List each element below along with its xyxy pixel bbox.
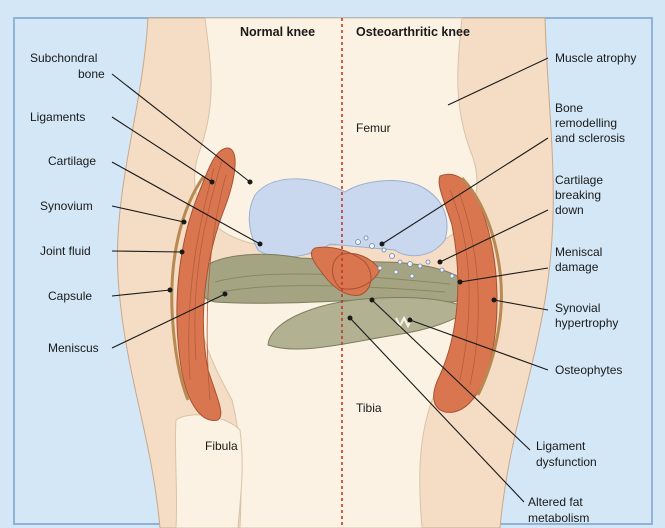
label-synovial-hypertrophy-1: Synovial <box>555 301 600 315</box>
label-cartilage: Cartilage <box>48 154 96 168</box>
label-synovium: Synovium <box>40 199 93 213</box>
marker-synovium <box>182 220 187 225</box>
label-bone-remodelling-1: Bone <box>555 101 583 115</box>
marker-cartilage <box>258 242 263 247</box>
marker-subchondral-bone <box>248 180 253 185</box>
femoral-cartilage <box>249 179 447 257</box>
label-altered-fat-2: metabolism <box>528 511 589 525</box>
label-meniscus: Meniscus <box>48 341 99 355</box>
label-cartilage-breaking-1: Cartilage <box>555 173 603 187</box>
label-subchondral-bone-1: Subchondral <box>30 51 97 65</box>
label-muscle-atrophy: Muscle atrophy <box>555 51 636 65</box>
marker-bone-remodelling <box>380 242 385 247</box>
marker-cartilage-breaking <box>438 260 443 265</box>
label-fibula: Fibula <box>205 439 238 453</box>
header-osteoarthritic-knee: Osteoarthritic knee <box>356 25 470 39</box>
label-ligament-dysfunction-1: Ligament <box>536 439 586 453</box>
marker-ligament-dysfunction <box>370 298 375 303</box>
label-cartilage-breaking-3: down <box>555 203 584 217</box>
fibula-bone <box>175 415 242 528</box>
marker-ligaments <box>210 180 215 185</box>
marker-capsule <box>168 288 173 293</box>
label-tibia: Tibia <box>356 401 382 415</box>
marker-meniscus <box>223 292 228 297</box>
marker-osteophytes <box>408 318 413 323</box>
label-synovial-hypertrophy-2: hypertrophy <box>555 316 618 330</box>
label-meniscal-damage-2: damage <box>555 260 599 274</box>
marker-meniscal-damage <box>458 280 463 285</box>
label-meniscal-damage-1: Meniscal <box>555 245 602 259</box>
label-bone-remodelling-3: and sclerosis <box>555 131 625 145</box>
label-osteophytes: Osteophytes <box>555 363 622 377</box>
marker-joint-fluid <box>180 250 185 255</box>
marker-synovial-hypertrophy <box>492 298 497 303</box>
label-subchondral-bone-2: bone <box>78 67 105 81</box>
label-altered-fat-1: Altered fat <box>528 495 583 509</box>
label-bone-remodelling-2: remodelling <box>555 116 617 130</box>
header-normal-knee: Normal knee <box>240 25 315 39</box>
marker-altered-fat <box>348 316 353 321</box>
label-femur: Femur <box>356 121 391 135</box>
label-capsule: Capsule <box>48 289 92 303</box>
label-joint-fluid: Joint fluid <box>40 244 91 258</box>
label-cartilage-breaking-2: breaking <box>555 188 601 202</box>
label-ligaments: Ligaments <box>30 110 85 124</box>
label-ligament-dysfunction-2: dysfunction <box>536 455 597 469</box>
